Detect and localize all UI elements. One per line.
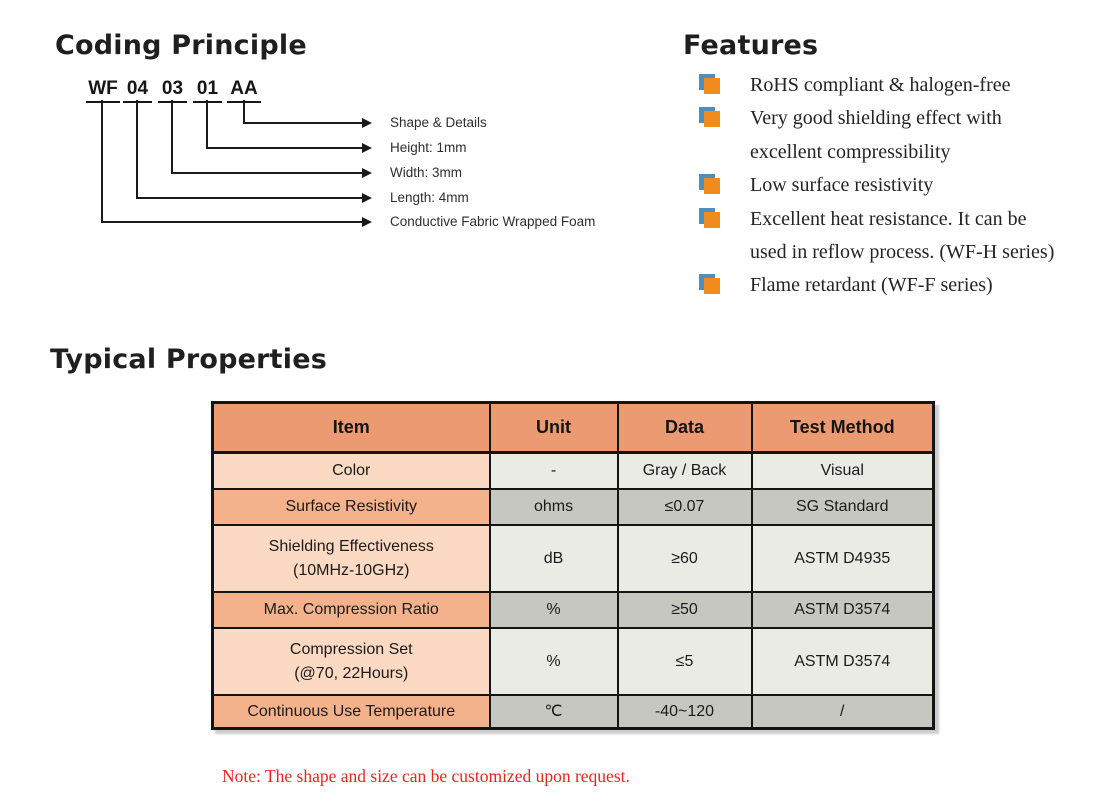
cell-test-method: SG Standard — [750, 488, 935, 526]
feature-text: Excellent heat resistance. It can be use… — [750, 207, 1055, 264]
code-label-shape: Shape & Details — [390, 115, 487, 130]
cell-unit: % — [488, 627, 619, 696]
typical-properties-title: Typical Properties — [50, 344, 328, 376]
arrow-right-icon — [362, 217, 372, 227]
cell-test-method: ASTM D3574 — [750, 627, 935, 696]
typical-properties-table: Item Unit Data Test Method Color - Gray … — [211, 401, 935, 730]
list-item: Low surface resistivity — [699, 169, 1099, 202]
connector-horizontal-line — [101, 221, 362, 223]
features-title: Features — [683, 30, 819, 62]
cell-item: Surface Resistivity — [211, 488, 491, 526]
list-item: Excellent heat resistance. It can be use… — [699, 203, 1099, 270]
code-label-length: Length: 4mm — [390, 190, 469, 205]
cell-data: ≤0.07 — [616, 488, 753, 526]
table-row: Surface Resistivity ohms ≤0.07 SG Standa… — [211, 488, 935, 526]
feature-text: Low surface resistivity — [750, 174, 934, 197]
cell-data: ≤5 — [616, 627, 753, 696]
feature-text: RoHS compliant & halogen-free — [750, 74, 1011, 96]
cell-item: Max. Compression Ratio — [211, 591, 491, 629]
arrow-right-icon — [362, 143, 372, 153]
code-segment-wf: WF — [86, 78, 120, 103]
cell-test-method: ASTM D3574 — [750, 591, 935, 629]
square-bullet-icon — [699, 107, 723, 131]
column-header-data: Data — [616, 401, 753, 454]
connector-vertical-line — [101, 100, 103, 223]
table-row: Compression Set (@70, 22Hours) % ≤5 ASTM… — [211, 627, 935, 696]
cell-item: Color — [211, 451, 491, 490]
arrow-right-icon — [362, 193, 372, 203]
cell-test-method: / — [750, 694, 935, 730]
square-bullet-icon — [699, 207, 723, 232]
connector-horizontal-line — [206, 147, 362, 149]
connector-vertical-line — [171, 100, 173, 174]
list-item: RoHS compliant & halogen-free — [699, 69, 1099, 102]
connector-horizontal-line — [243, 122, 362, 124]
cell-unit: ohms — [488, 488, 619, 526]
cell-data: ≥60 — [616, 524, 753, 593]
cell-item: Compression Set (@70, 22Hours) — [211, 627, 491, 696]
table-row: Shielding Effectiveness (10MHz-10GHz) dB… — [211, 524, 935, 593]
connector-horizontal-line — [136, 197, 362, 199]
feature-text: Very good shielding effect with excellen… — [750, 107, 1002, 163]
cell-data: -40~120 — [616, 694, 753, 730]
table-header-row: Item Unit Data Test Method — [211, 401, 935, 454]
table-row: Continuous Use Temperature ℃ -40~120 / — [211, 694, 935, 730]
cell-unit: dB — [488, 524, 619, 593]
cell-item: Shielding Effectiveness (10MHz-10GHz) — [211, 524, 491, 593]
connector-horizontal-line — [171, 172, 362, 174]
features-list: RoHS compliant & halogen-free Very good … — [699, 69, 1099, 303]
list-item: Very good shielding effect with excellen… — [699, 102, 1099, 169]
arrow-right-icon — [362, 118, 372, 128]
code-label-height: Height: 1mm — [390, 140, 467, 155]
cell-item: Continuous Use Temperature — [211, 694, 491, 730]
cell-unit: % — [488, 591, 619, 629]
code-label-width: Width: 3mm — [390, 165, 463, 180]
square-bullet-icon — [699, 74, 723, 98]
cell-test-method: ASTM D4935 — [750, 524, 935, 593]
connector-vertical-line — [206, 100, 208, 149]
cell-unit: - — [488, 451, 619, 490]
customization-note: Note: The shape and size can be customiz… — [222, 766, 630, 786]
square-bullet-icon — [699, 274, 723, 298]
connector-vertical-line — [136, 100, 138, 199]
cell-unit: ℃ — [488, 694, 619, 730]
feature-text: Flame retardant (WF-F series) — [750, 274, 993, 297]
cell-data: Gray / Back — [616, 451, 753, 490]
column-header-item: Item — [211, 401, 491, 454]
coding-principle-title: Coding Principle — [55, 30, 307, 62]
arrow-right-icon — [362, 168, 372, 178]
column-header-unit: Unit — [488, 401, 619, 454]
connector-vertical-line — [243, 100, 245, 124]
column-header-test-method: Test Method — [750, 401, 935, 454]
code-label-material: Conductive Fabric Wrapped Foam — [390, 214, 596, 229]
cell-data: ≥50 — [616, 591, 753, 629]
cell-test-method: Visual — [750, 451, 935, 490]
square-bullet-icon — [699, 174, 723, 198]
table-row: Color - Gray / Back Visual — [211, 451, 935, 490]
table-row: Max. Compression Ratio % ≥50 ASTM D3574 — [211, 591, 935, 629]
list-item: Flame retardant (WF-F series) — [699, 269, 1099, 302]
